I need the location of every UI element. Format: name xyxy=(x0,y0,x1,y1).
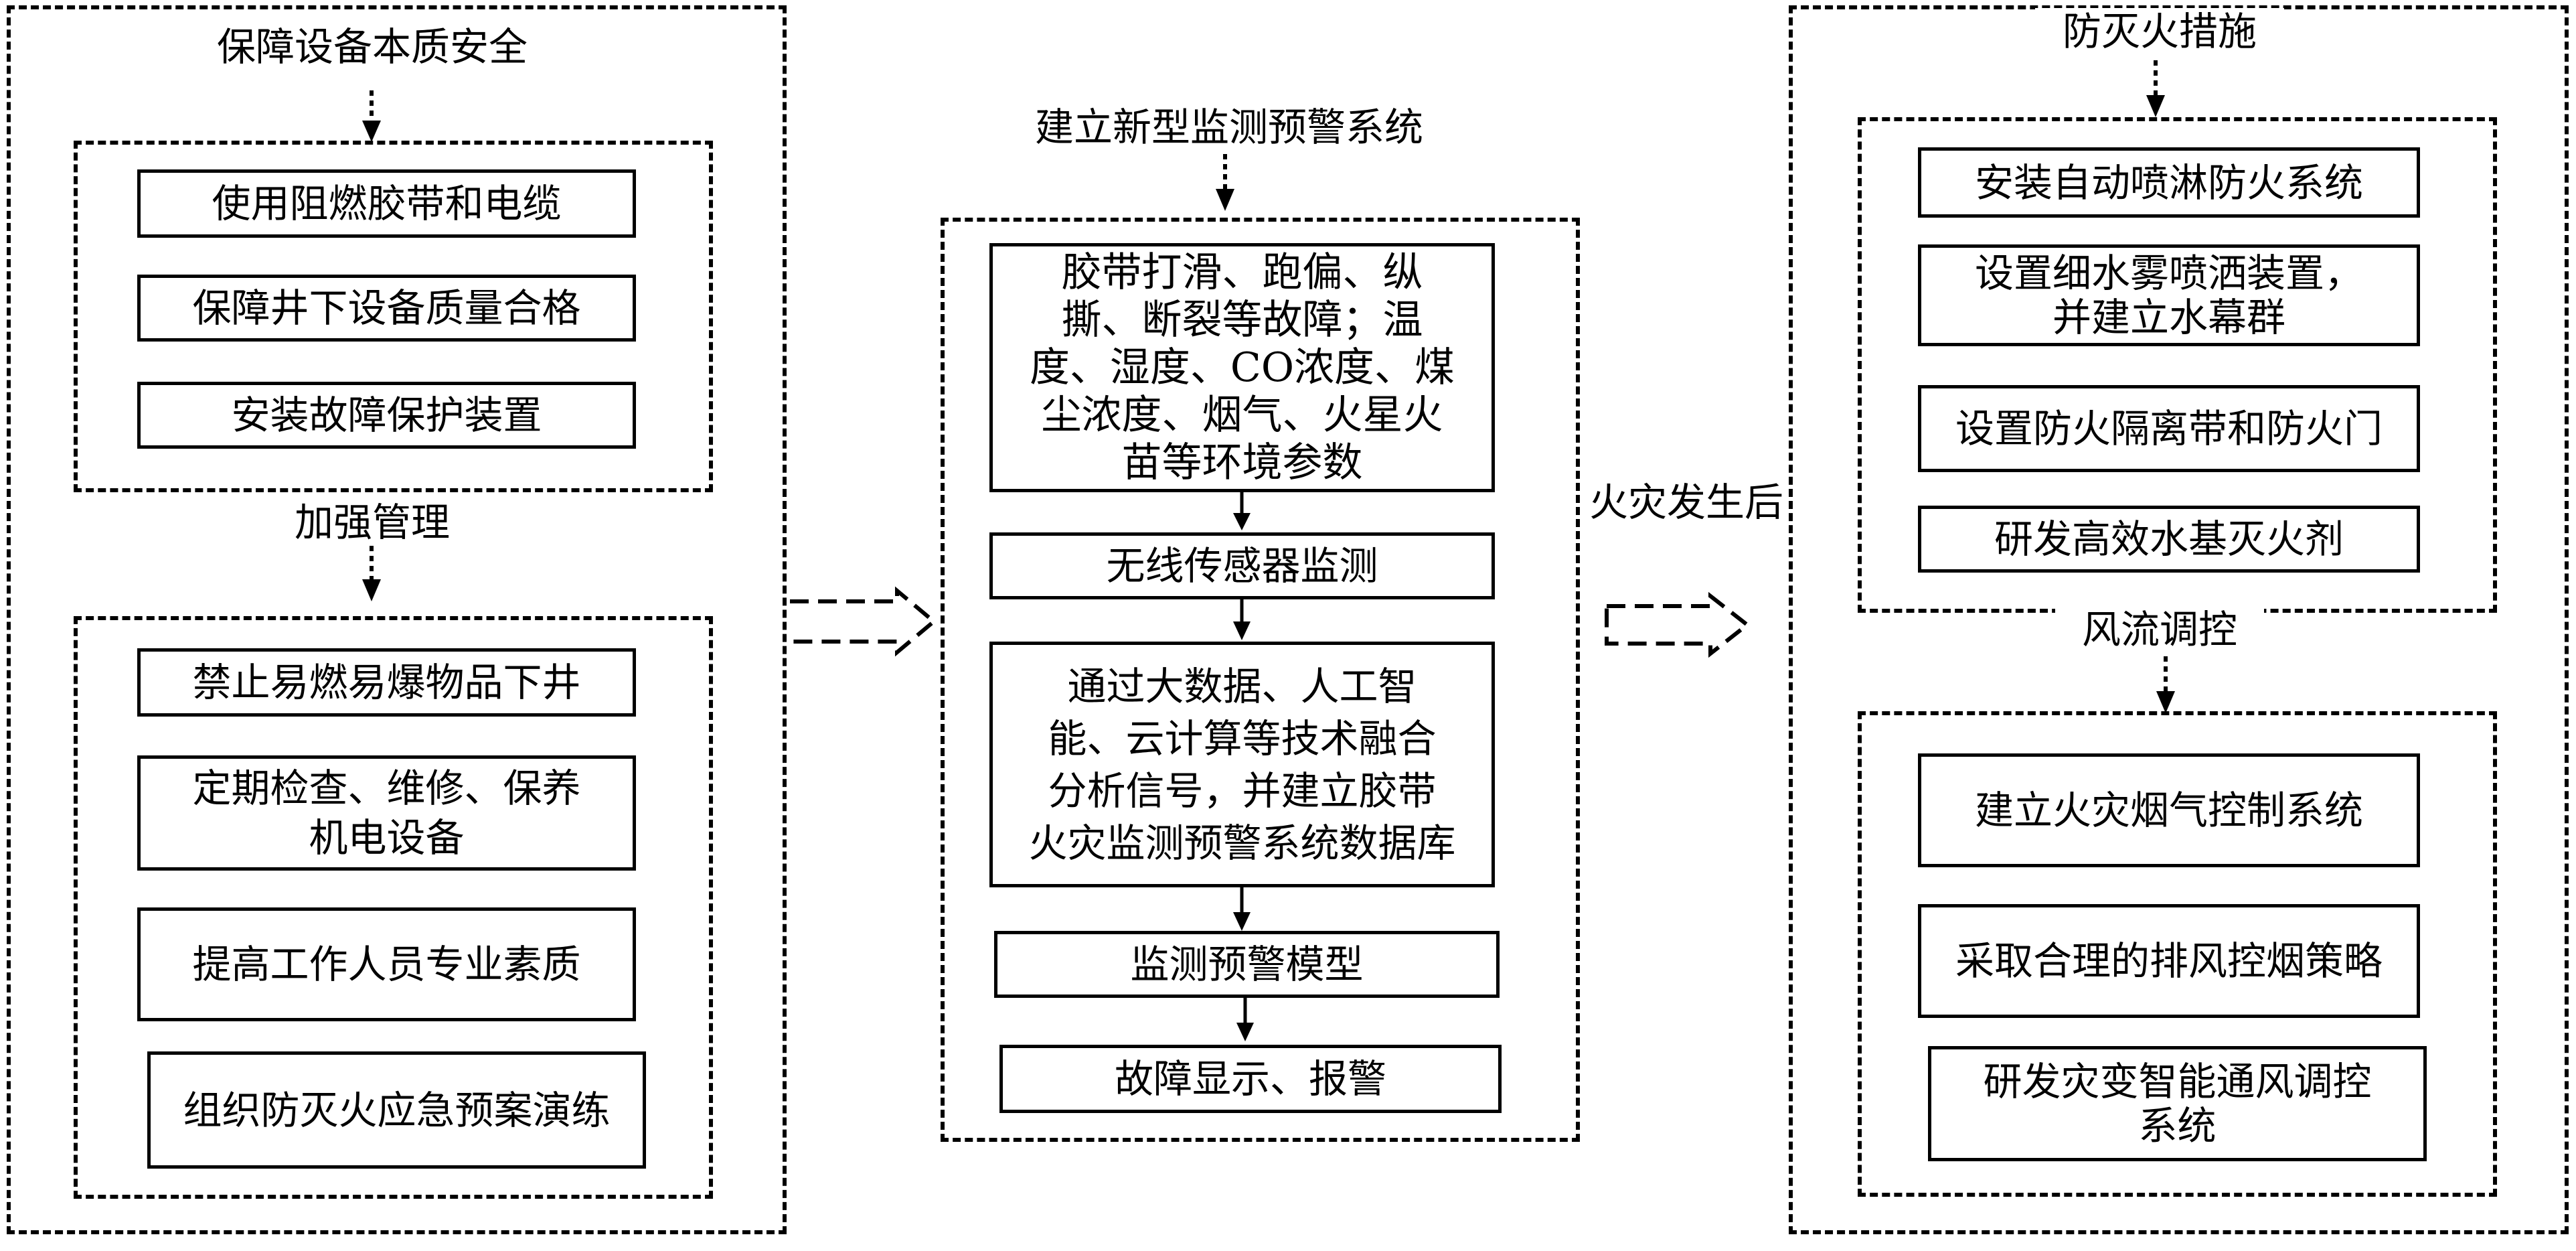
right-outer-frame xyxy=(1789,5,2569,1234)
left-group2-item-4: 组织防灭火应急预案演练 xyxy=(147,1051,646,1169)
middle-outer-frame xyxy=(941,218,1580,1142)
middle-step-arrow-1 xyxy=(1233,492,1251,530)
middle-step-4: 监测预警模型 xyxy=(994,931,1500,998)
right-group2-item-1: 建立火灾烟气控制系统 xyxy=(1918,753,2420,867)
middle-step-arrow-3 xyxy=(1233,887,1251,931)
middle-title: 建立新型监测预警系统 xyxy=(1014,104,1444,151)
middle-step-1: 胶带打滑、跑偏、纵 撕、断裂等故障；温 度、湿度、CO浓度、煤 尘浓度、烟气、火… xyxy=(989,243,1495,492)
right-group2-item-3: 研发灾变智能通风调控 系统 xyxy=(1928,1046,2427,1161)
left-group2-item-1: 禁止易燃易爆物品下井 xyxy=(137,648,636,717)
middle-step-arrow-2 xyxy=(1233,599,1251,640)
middle-step-3: 通过大数据、人工智 能、云计算等技术融合 分析信号，并建立胶带 火灾监测预警系统… xyxy=(989,642,1495,887)
right-group1-item-4: 研发高效水基灭火剂 xyxy=(1918,506,2420,573)
right-group1-item-3: 设置防火隔离带和防火门 xyxy=(1918,385,2420,472)
left-group1-item-1: 使用阻燃胶带和电缆 xyxy=(137,169,636,238)
left-group1-frame xyxy=(74,141,713,492)
right-group2-frame xyxy=(1858,711,2497,1197)
left-outer-frame xyxy=(7,5,787,1234)
right-title-arrow xyxy=(2146,60,2165,117)
left-group2-arrow xyxy=(362,546,381,601)
connector-label: 火灾发生后 xyxy=(1589,480,1783,525)
right-group2-item-2: 采取合理的排风控烟策略 xyxy=(1918,904,2420,1018)
right-title: 防灭火措施 xyxy=(2035,8,2284,55)
middle-to-right-block-arrow xyxy=(1605,591,1751,658)
right-group2-label: 风流调控 xyxy=(2055,606,2264,653)
left-group2-item-2: 定期检查、维修、保养 机电设备 xyxy=(137,755,636,871)
left-group1-item-2: 保障井下设备质量合格 xyxy=(137,275,636,342)
right-group1-item-2: 设置细水雾喷洒装置， 并建立水幕群 xyxy=(1918,244,2420,346)
middle-step-5: 故障显示、报警 xyxy=(999,1045,1502,1113)
left-group2-item-3: 提高工作人员专业素质 xyxy=(137,907,636,1021)
left-title-arrow xyxy=(362,90,381,142)
right-group1-item-1: 安装自动喷淋防火系统 xyxy=(1918,147,2420,218)
left-to-middle-block-arrow xyxy=(790,586,937,657)
middle-title-arrow xyxy=(1216,154,1234,211)
left-title: 保障设备本质安全 xyxy=(194,23,550,70)
middle-step-arrow-4 xyxy=(1236,998,1254,1041)
middle-step-2: 无线传感器监测 xyxy=(989,532,1495,599)
right-group2-arrow xyxy=(2156,656,2175,713)
left-group2-label: 加强管理 xyxy=(274,499,470,546)
left-group1-item-3: 安装故障保护装置 xyxy=(137,382,636,449)
left-group2-frame xyxy=(74,616,713,1199)
